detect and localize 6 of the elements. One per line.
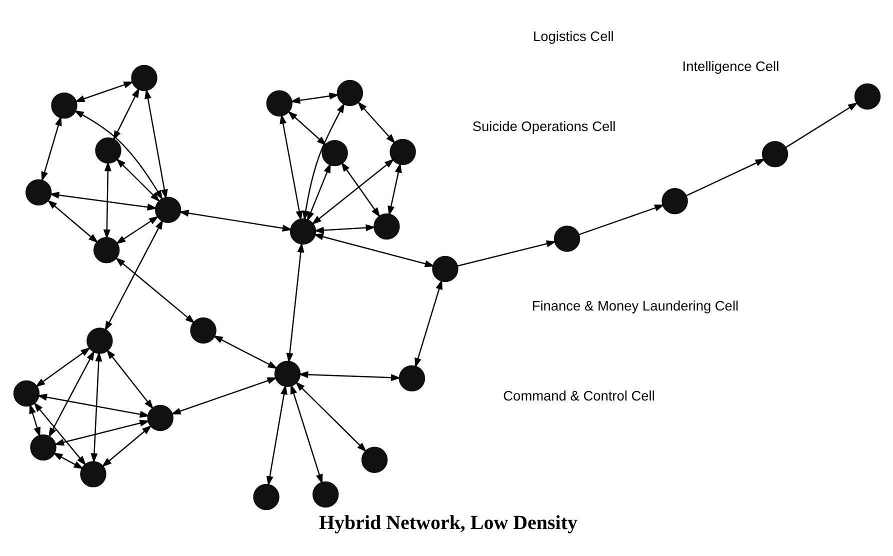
label: Logistics Cell [532,28,614,44]
label: Command & Control Cell [502,388,654,404]
label: Finance & Money Laundering Cell [531,298,738,314]
label: Intelligence Cell [682,58,779,74]
diagram-title: Hybrid Network, Low Density [318,512,577,534]
label: Suicide Operations Cell [472,118,616,134]
